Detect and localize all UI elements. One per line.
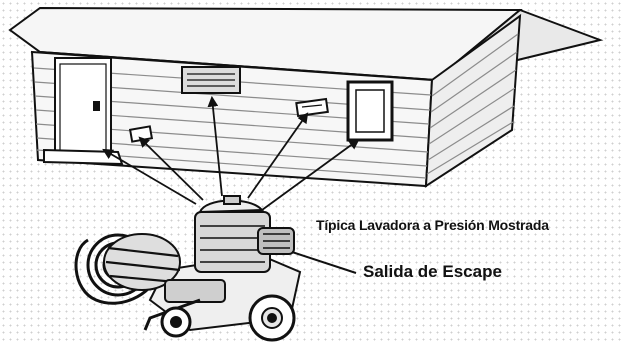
arrow-icon <box>102 148 197 205</box>
exhaust-leader-line <box>291 251 357 274</box>
arrow-icon <box>138 136 204 201</box>
house-illustration <box>8 6 604 188</box>
hose-reel <box>103 233 181 291</box>
arrow-icon <box>261 138 360 211</box>
pressure-washer-illustration <box>74 195 302 342</box>
house-doorstep <box>43 148 124 166</box>
washer-handle <box>143 298 201 331</box>
house-side-wall <box>424 13 522 188</box>
airflow-arrows <box>102 95 360 211</box>
pump <box>164 279 226 303</box>
arrow-icon <box>247 112 309 199</box>
typical-unit-caption: Típica Lavadora a Presión Mostrada <box>316 217 549 233</box>
door-knob <box>93 101 100 111</box>
fuel-cap <box>223 195 241 205</box>
exhaust-outlet-label: Salida de Escape <box>363 262 502 281</box>
house-door <box>54 57 112 157</box>
house-right-vent <box>295 97 329 118</box>
arrow-icon <box>207 95 223 197</box>
